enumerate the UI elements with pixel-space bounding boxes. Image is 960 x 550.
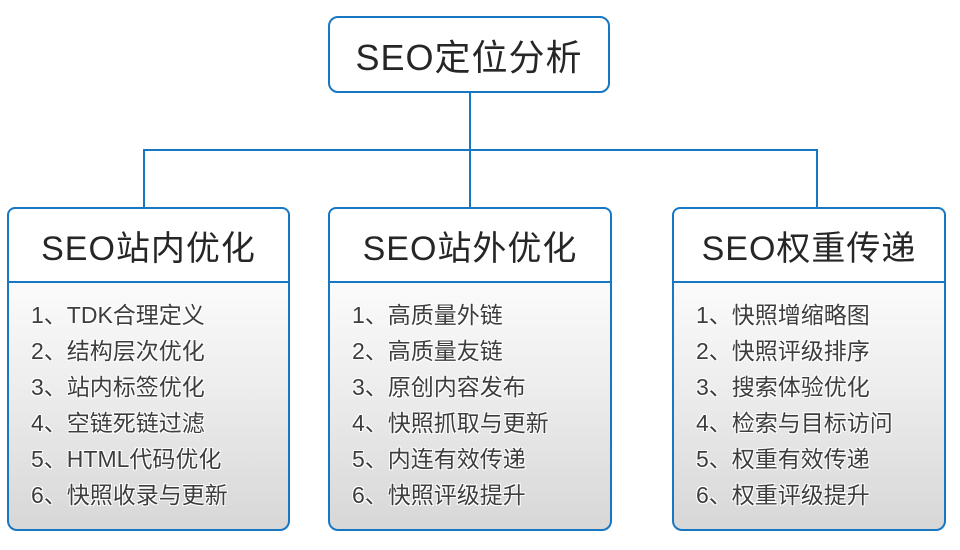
connector-right-vertical (816, 149, 818, 208)
list-item: 5、权重有效传递 (696, 446, 870, 472)
item-list: 1、快照增缩略图 2、快照评级排序 3、搜索体验优化 4、检索与目标访问 5、权… (696, 297, 934, 513)
column-title: SEO站内优化 (41, 229, 256, 268)
list-item: 2、高质量友链 (352, 338, 503, 364)
list-item: 2、结构层次优化 (31, 338, 205, 364)
list-item: 2、快照评级排序 (696, 338, 870, 364)
list-item: 6、快照收录与更新 (31, 482, 228, 508)
column-header: SEO权重传递 (672, 207, 946, 283)
connector-root-vertical (469, 93, 471, 150)
list-item: 1、快照增缩略图 (696, 302, 870, 328)
list-item: 6、快照评级提升 (352, 482, 526, 508)
list-item: 6、权重评级提升 (696, 482, 870, 508)
list-item: 3、原创内容发布 (352, 374, 526, 400)
connector-left-vertical (143, 149, 145, 208)
connector-horizontal (143, 149, 818, 151)
connector-middle-vertical (469, 149, 471, 208)
list-item: 5、内连有效传递 (352, 446, 526, 472)
list-item: 4、检索与目标访问 (696, 410, 893, 436)
list-item: 3、站内标签优化 (31, 374, 205, 400)
column-body: 1、高质量外链 2、高质量友链 3、原创内容发布 4、快照抓取与更新 5、内连有… (328, 283, 612, 531)
column-title: SEO权重传递 (701, 229, 917, 268)
list-item: 5、HTML代码优化 (31, 446, 222, 472)
list-item: 4、空链死链过滤 (31, 410, 205, 436)
column-body: 1、TDK合理定义 2、结构层次优化 3、站内标签优化 4、空链死链过滤 5、H… (7, 283, 290, 531)
column-offsite-optimization: SEO站外优化 1、高质量外链 2、高质量友链 3、原创内容发布 4、快照抓取与… (328, 207, 612, 531)
root-node: SEO定位分析 (328, 16, 610, 93)
column-onsite-optimization: SEO站内优化 1、TDK合理定义 2、结构层次优化 3、站内标签优化 4、空链… (7, 207, 290, 531)
column-header: SEO站内优化 (7, 207, 290, 283)
list-item: 1、TDK合理定义 (31, 302, 205, 328)
item-list: 1、高质量外链 2、高质量友链 3、原创内容发布 4、快照抓取与更新 5、内连有… (352, 297, 600, 513)
column-body: 1、快照增缩略图 2、快照评级排序 3、搜索体验优化 4、检索与目标访问 5、权… (672, 283, 946, 531)
column-header: SEO站外优化 (328, 207, 612, 283)
root-node-label: SEO定位分析 (355, 36, 583, 78)
column-weight-transfer: SEO权重传递 1、快照增缩略图 2、快照评级排序 3、搜索体验优化 4、检索与… (672, 207, 946, 531)
column-title: SEO站外优化 (362, 229, 578, 268)
list-item: 1、高质量外链 (352, 302, 503, 328)
item-list: 1、TDK合理定义 2、结构层次优化 3、站内标签优化 4、空链死链过滤 5、H… (31, 297, 278, 513)
list-item: 4、快照抓取与更新 (352, 410, 549, 436)
list-item: 3、搜索体验优化 (696, 374, 870, 400)
